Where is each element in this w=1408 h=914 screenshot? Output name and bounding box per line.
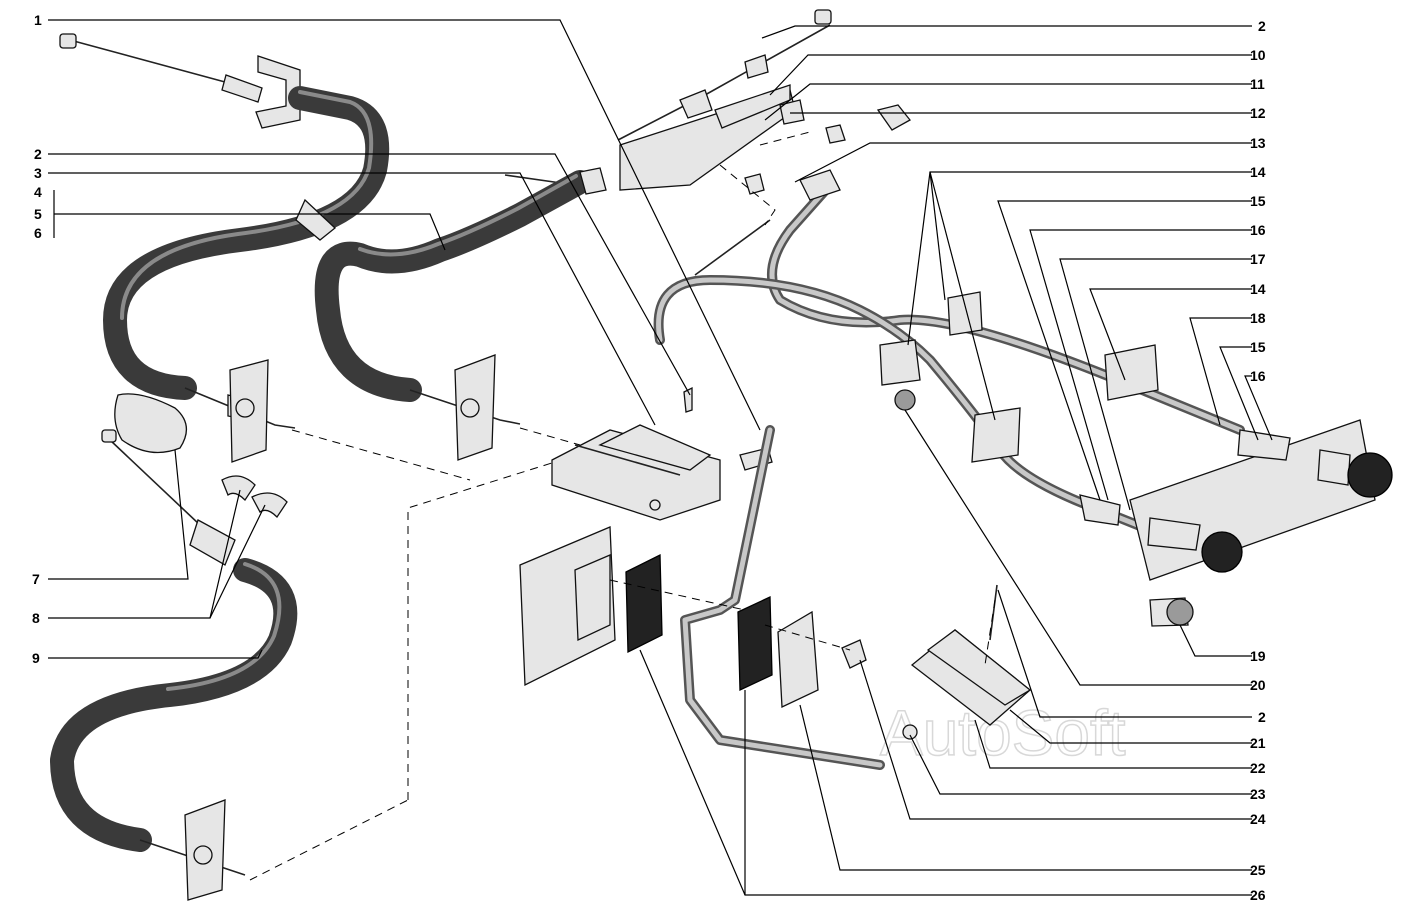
- callout-16: 16: [1250, 222, 1266, 238]
- alignment-lines: [249, 131, 996, 881]
- callout-11: 11: [1250, 76, 1265, 92]
- callout-26: 26: [1250, 887, 1266, 903]
- callout-labels: 1 2 3 4 5 6 7 8 9 2 10 11 12 13 14 15 16…: [32, 12, 1266, 903]
- callout-14: 14: [1250, 164, 1266, 180]
- callout-14: 14: [1250, 281, 1266, 297]
- callout-1: 1: [34, 12, 42, 28]
- callout-9: 9: [32, 650, 40, 666]
- knob-panel: [1079, 419, 1393, 627]
- callout-6: 6: [34, 225, 42, 241]
- leader-lines: [48, 19, 1273, 896]
- callout-2: 2: [34, 146, 42, 162]
- callout-23: 23: [1250, 786, 1266, 802]
- callout-24: 24: [1250, 811, 1266, 827]
- callout-4: 4: [34, 184, 42, 200]
- callout-2: 2: [1258, 709, 1266, 725]
- cable-middle: [314, 167, 607, 461]
- callout-15: 15: [1250, 193, 1266, 209]
- callout-25: 25: [1250, 862, 1266, 878]
- callout-13: 13: [1250, 135, 1266, 151]
- cable-sheath-right: [653, 169, 1245, 535]
- pedal-rod: [680, 425, 885, 770]
- cable-lower-left: [50, 393, 298, 901]
- callout-2: 2: [1258, 18, 1266, 34]
- callout-15: 15: [1250, 339, 1266, 355]
- callout-12: 12: [1250, 105, 1266, 121]
- callout-8: 8: [32, 610, 40, 626]
- cable-upper-left: [59, 33, 390, 463]
- callout-7: 7: [32, 571, 40, 587]
- callout-17: 17: [1250, 251, 1266, 267]
- link-bracket: [551, 386, 773, 521]
- pedal-assembly: [519, 526, 1032, 740]
- callout-19: 19: [1250, 648, 1266, 664]
- callout-21: 21: [1250, 735, 1266, 751]
- callout-5: 5: [34, 206, 42, 222]
- callout-22: 22: [1250, 760, 1266, 776]
- callout-16: 16: [1250, 368, 1266, 384]
- callout-18: 18: [1250, 310, 1266, 326]
- throttle-bracket: [617, 9, 911, 195]
- callout-20: 20: [1250, 677, 1266, 693]
- callout-3: 3: [34, 165, 42, 181]
- callout-10: 10: [1250, 47, 1266, 63]
